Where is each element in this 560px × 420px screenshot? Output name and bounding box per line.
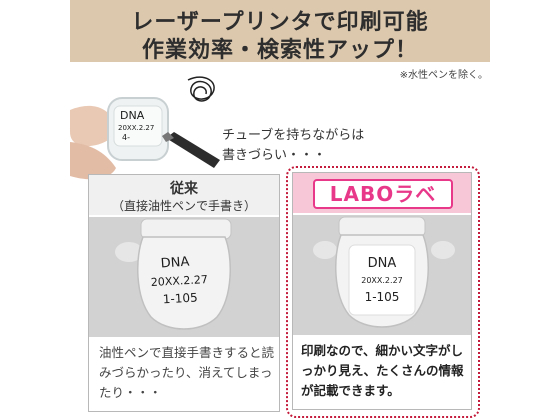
handwritten-label-line-1: DNA bbox=[120, 109, 145, 122]
conventional-panel: 従来 （直接油性ペンで手書き） DNA 20XX.2.27 1-105 油性ペン… bbox=[88, 174, 280, 412]
headline-line-1: レーザープリンタで印刷可能 bbox=[131, 10, 429, 35]
printed-label-line-2: 20XX.2.27 bbox=[361, 276, 403, 285]
handwritten-label-line-3: 1-105 bbox=[162, 291, 198, 307]
conventional-description: 油性ペンで直接手書きすると読みづらかったり、消えてしまったり・・・ bbox=[99, 345, 275, 400]
footnote: ※水性ペンを除く。 bbox=[399, 70, 488, 81]
handwritten-label-line-2: 20XX.2.27 bbox=[151, 273, 209, 289]
conventional-header: 従来 （直接油性ペンで手書き） bbox=[89, 175, 279, 215]
headline-line-2: 作業効率・検索性アップ！ bbox=[141, 38, 418, 63]
conventional-title: 従来 bbox=[170, 181, 198, 197]
handwritten-tube-photo: DNA 20XX.2.27 1-105 bbox=[89, 217, 279, 337]
printed-tube-photo: DNA 20XX.2.27 1-105 bbox=[293, 215, 471, 335]
handwritten-label-line-3: 4- bbox=[122, 133, 130, 142]
labo-description: 印刷なので、細かい文字がしっかり見え、たくさんの情報が記載できます。 bbox=[301, 343, 464, 398]
handwritten-label-line-1: DNA bbox=[160, 255, 190, 272]
intro-caption-line-1: チューブを持ちながらは bbox=[222, 128, 365, 143]
printed-label-line-3: 1-105 bbox=[365, 290, 400, 304]
printed-label-line-1: DNA bbox=[368, 256, 397, 271]
intro-caption-line-2: 書きづらい・・・ bbox=[222, 148, 327, 163]
labo-header: LABOラベ bbox=[293, 173, 471, 213]
labo-highlight-border bbox=[286, 166, 480, 418]
scribble-icon bbox=[187, 76, 215, 102]
hand-holding-tube-photo: DNA 20XX.2.27 4- bbox=[70, 76, 220, 180]
headline-banner: レーザープリンタで印刷可能 作業効率・検索性アップ！ bbox=[70, 0, 490, 63]
handwritten-label-line-2: 20XX.2.27 bbox=[118, 124, 154, 132]
labo-panel: LABOラベ DNA 20XX.2.27 1-105 印刷なので、細かい文字がし… bbox=[292, 172, 472, 410]
labo-brand-badge: LABOラベ bbox=[313, 179, 453, 209]
conventional-subtitle: （直接油性ペンで手書き） bbox=[111, 199, 256, 213]
